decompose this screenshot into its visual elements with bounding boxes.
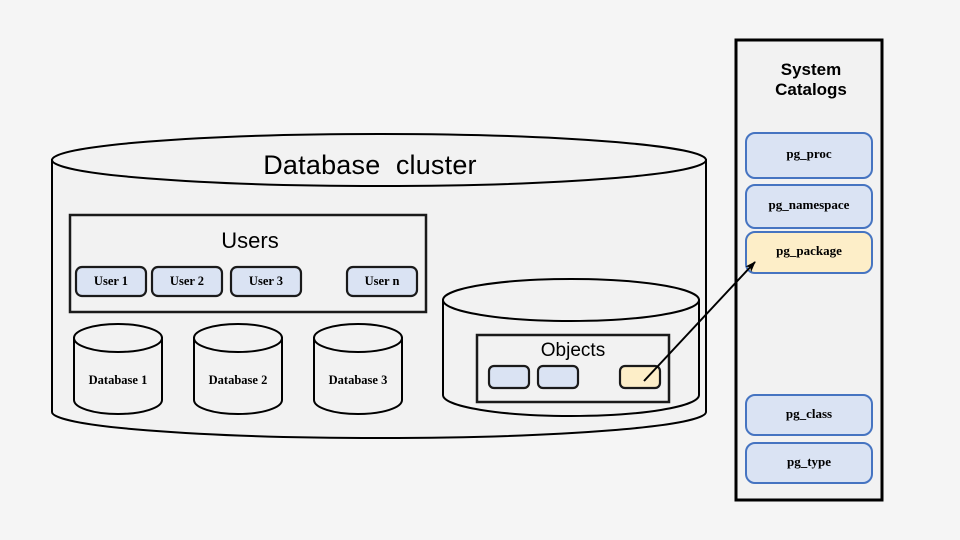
- database-label-2: Database 2: [208, 373, 268, 387]
- catalog-box-pg_package[interactable]: [745, 231, 873, 274]
- database-cylinder-3[interactable]: [313, 323, 403, 415]
- object-box-2[interactable]: [536, 364, 580, 390]
- system-catalogs-title: System Catalogs: [775, 60, 847, 99]
- user-chip-n[interactable]: [345, 265, 419, 298]
- catalog-label-pg_class: pg_class: [785, 406, 833, 421]
- catalog-label-pg_proc: pg_proc: [786, 146, 832, 161]
- cluster-title: Database cluster: [263, 150, 477, 180]
- user-chip-2[interactable]: [150, 265, 224, 298]
- object-box-highlighted[interactable]: [618, 364, 662, 390]
- catalog-label-pg_package: pg_package: [776, 243, 842, 258]
- database-cylinder-2[interactable]: [193, 323, 283, 415]
- user-chip-3[interactable]: [229, 265, 303, 298]
- user-chip-label-n: User n: [364, 274, 400, 288]
- object-to-pg-package-arrow: [643, 261, 756, 382]
- catalog-box-pg_namespace[interactable]: [745, 184, 873, 229]
- database-label-1: Database 1: [88, 373, 148, 387]
- database-label-3: Database 3: [328, 373, 388, 387]
- user-chip-label-1: User 1: [93, 274, 129, 288]
- catalog-label-pg_namespace: pg_namespace: [768, 197, 850, 212]
- catalog-box-pg_type[interactable]: [745, 442, 873, 484]
- database-cylinder-1[interactable]: [73, 323, 163, 415]
- user-chip-label-3: User 3: [248, 274, 284, 288]
- user-chip-label-2: User 2: [169, 274, 205, 288]
- catalog-box-pg_class[interactable]: [745, 394, 873, 436]
- object-box-1[interactable]: [487, 364, 531, 390]
- user-chip-1[interactable]: [74, 265, 148, 298]
- catalog-box-pg_proc[interactable]: [745, 132, 873, 179]
- objects-group-title: Objects: [540, 340, 606, 361]
- users-group-title: Users: [221, 228, 279, 253]
- catalog-label-pg_type: pg_type: [786, 454, 832, 469]
